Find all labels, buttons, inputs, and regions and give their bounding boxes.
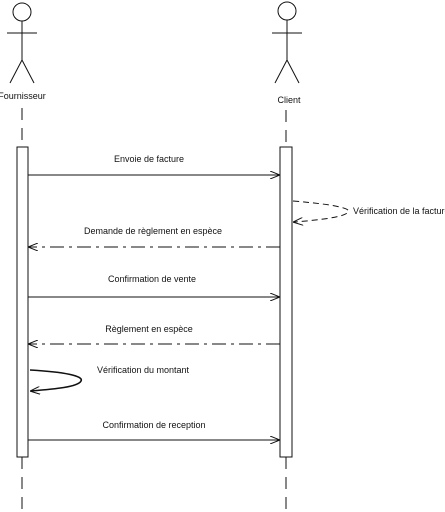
message-envoie-facture: Envoie de facture [28, 154, 279, 175]
actor-client-name: Client [277, 95, 301, 105]
message-label: Confirmation de reception [102, 420, 205, 430]
message-label: Vérification du montant [97, 365, 190, 375]
message-arrow [293, 200, 349, 222]
message-arrow [30, 369, 82, 391]
actor-client-leg-left [274, 59, 288, 84]
activation-client [279, 146, 293, 458]
actor-client: Client [272, 1, 302, 105]
message-confirmation-vente: Confirmation de vente [28, 274, 279, 297]
message-reglement-espece: Règlement en espèce [29, 324, 280, 344]
actor-client-leg-right [286, 59, 300, 84]
message-confirmation-reception: Confirmation de reception [28, 420, 279, 440]
message-verification-montant: Vérification du montant [30, 365, 190, 391]
message-label: Envoie de facture [114, 154, 184, 164]
message-demande-reglement: Demande de règlement en espèce [29, 226, 280, 247]
actor-fournisseur-name: Fournisseur [0, 91, 46, 101]
message-label: Vérification de la facture [353, 206, 445, 216]
actor-fournisseur-head-icon [12, 2, 32, 22]
message-label: Règlement en espèce [105, 324, 193, 334]
actor-fournisseur-leg-right [21, 59, 35, 84]
activation-fournisseur [16, 146, 29, 458]
message-label: Demande de règlement en espèce [84, 226, 222, 236]
actor-fournisseur-leg-left [9, 59, 23, 84]
actor-fournisseur: Fournisseur [0, 2, 46, 101]
message-verification-facture: Vérification de la facture [293, 200, 445, 222]
actor-client-head-icon [277, 1, 297, 21]
message-label: Confirmation de vente [108, 274, 196, 284]
